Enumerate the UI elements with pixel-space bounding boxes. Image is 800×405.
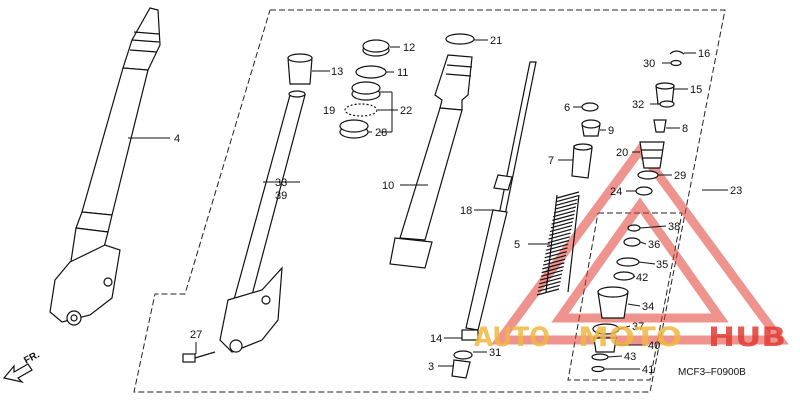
part-label-32: 32 [632,99,644,111]
adjuster-leader-lines [626,52,728,192]
part-label-14: 14 [430,333,442,345]
part-label-42: 42 [636,272,648,284]
front-direction-arrow-icon: FR. [2,349,42,384]
part-label-30: 30 [643,58,655,70]
part-label-21: 21 [490,35,502,47]
part-label-23: 23 [730,185,742,197]
part-label-33: 33 [275,177,287,189]
part-label-10: 10 [382,180,394,192]
part-label-29: 29 [674,170,686,182]
part-label-9: 9 [608,125,614,137]
cap-parts [571,102,601,179]
fork-spring-5 [536,191,580,296]
bearing-leader-lines [368,46,400,133]
part-label-38: 38 [668,221,680,233]
watermark-triangle [491,142,789,345]
part-label-36: 36 [648,239,660,251]
part-label-28: 28 [375,127,387,139]
part-label-16: 16 [698,48,710,60]
part-label-11: 11 [397,67,408,79]
exploded-view-frame [133,9,726,393]
part-label-5: 5 [514,239,520,251]
watermark-text-hub: HUB [708,322,786,353]
part-label-8: 8 [682,123,688,135]
bearing-parts [339,39,390,139]
damper-rod [451,61,537,379]
part-label-15: 15 [690,84,702,96]
part-label-37: 37 [632,321,644,333]
part-label-6: 6 [564,102,570,114]
part-label-3: 3 [428,361,434,373]
part-label-27: 27 [190,329,202,341]
adjuster-parts [635,50,685,196]
bolt-27 [182,351,216,363]
part-number-labels: 4 33 39 13 27 12 11 19 22 28 21 10 18 5 … [174,35,742,376]
part-label-20: 20 [616,147,628,159]
watermark-text-auto: AUTO [474,322,550,353]
part-label-35: 35 [656,259,668,271]
collar-13 [287,53,313,85]
damper-leader-lines [604,225,667,370]
part-label-34: 34 [642,301,654,313]
part-label-18: 18 [460,205,472,217]
part-label-43: 43 [624,351,636,363]
part-label-13: 13 [331,66,343,78]
part-label-24: 24 [610,186,622,198]
watermark-logo: AUTO MOTO HUB [474,322,786,353]
outer-tube-assembly [219,90,306,353]
part-label-19: 19 [323,105,335,117]
part-label-40: 40 [648,340,660,352]
part-label-31: 31 [489,347,501,359]
fork-assembly-left [49,7,161,326]
part-label-39: 39 [275,190,287,202]
direction-label: FR. [22,349,42,366]
part-label-12: 12 [403,42,415,54]
damper-subassembly-parts [591,224,641,373]
part-label-22: 22 [400,105,412,117]
diagram-code: MCF3–F0900B [678,367,746,378]
part-label-7: 7 [548,155,554,167]
damper-subframe [567,212,683,381]
part-label-41: 41 [642,364,654,376]
part-label-4: 4 [174,133,180,145]
watermark-text-moto: MOTO [578,322,682,353]
fork-tube-10 [389,33,475,269]
